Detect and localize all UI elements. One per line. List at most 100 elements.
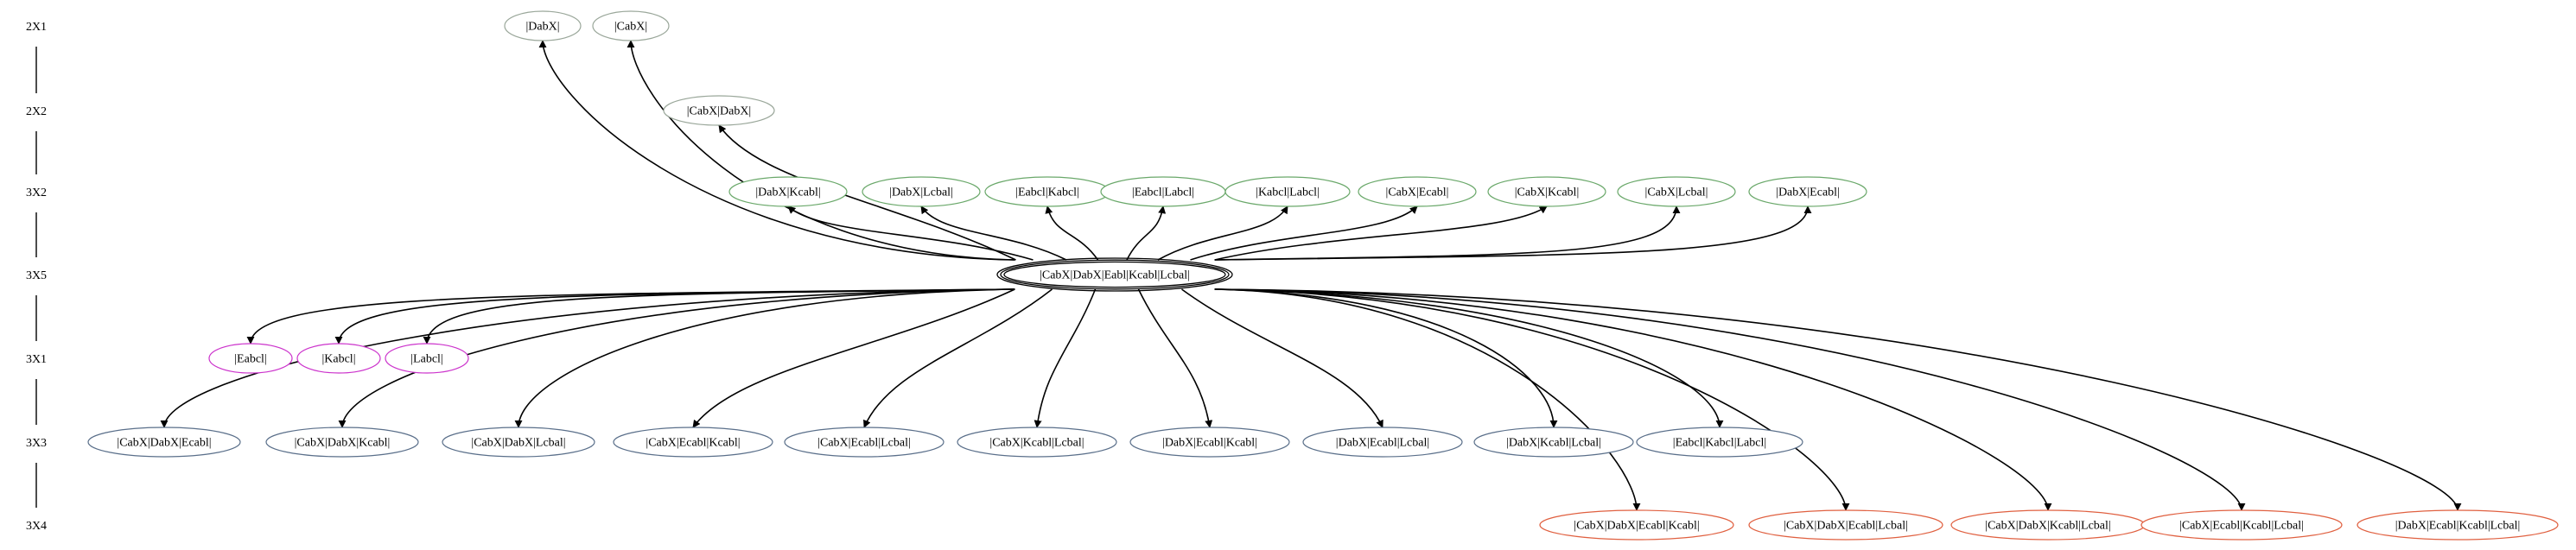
- node-ellipse: [208, 343, 293, 374]
- lattice-node: |CabX|Ecabl|Lcbal|: [784, 427, 945, 458]
- edge-n6: [1126, 205, 1167, 261]
- node-label: |Labcl|: [410, 353, 442, 366]
- node-ellipse: [862, 176, 981, 207]
- lattice-node: |CabX|Ecabl|Kcabl|Lcbal|: [2140, 509, 2343, 541]
- lattice-node: |CabX|DabX|Kcabl|Lcbal|: [1950, 509, 2146, 541]
- edge-n25: [1214, 288, 1641, 511]
- node-label: |CabX|DabX|Ecabl|Lcbal|: [1784, 520, 1908, 533]
- edge-n21: [1137, 288, 1213, 428]
- lattice-node: |DabX|Kcabl|Lcbal|: [1473, 427, 1634, 458]
- lattice-node: |Eabcl|: [208, 343, 293, 374]
- node-ellipse: [613, 427, 773, 458]
- edge-n4: [920, 205, 1067, 261]
- node-ellipse: [1487, 176, 1606, 207]
- node-ellipse: [1748, 176, 1867, 207]
- lattice-node: |CabX|DabX|Ecabl|Kcabl|: [1539, 509, 1734, 541]
- center-ellipse: [1003, 261, 1226, 288]
- node-label: |CabX|DabX|Lcbal|: [471, 437, 565, 450]
- rank-label: 2X2: [26, 105, 47, 118]
- edge-n13: [334, 288, 1015, 345]
- node-label: |CabX|DabX|Kcabl|Lcbal|: [1985, 520, 2110, 533]
- node-label: |CabX|DabX|Ecabl|Kcabl|: [1574, 520, 1699, 533]
- center-label: |CabX|DabX|Eabl|Kcabl|Lcbal|: [1040, 269, 1190, 282]
- edge-layer: [160, 40, 2462, 511]
- node-ellipse: [2357, 509, 2559, 541]
- center-node: |CabX|DabX|Eabl|Kcabl|Lcbal|: [996, 257, 1233, 292]
- lattice-node: |CabX|DabX|Ecabl|Lcbal|: [1748, 509, 1943, 541]
- lattice-node: |Kabcl|: [296, 343, 381, 374]
- edge-n18: [692, 288, 1015, 428]
- center-ellipse: [1000, 259, 1230, 290]
- node-label: |CabX|Ecabl|: [1386, 186, 1449, 199]
- lattice-node: |CabX|Ecabl|: [1358, 176, 1477, 207]
- node-label: |Eabcl|Kabcl|Labcl|: [1673, 437, 1766, 450]
- node-label: |DabX|Ecabl|Lcbal|: [1336, 437, 1429, 450]
- node-label: |Kabcl|Labcl|: [1256, 186, 1320, 199]
- node-ellipse: [2140, 509, 2343, 541]
- node-label: |CabX|: [614, 21, 647, 34]
- node-label: |Kabcl|: [321, 353, 355, 366]
- node-ellipse: [296, 343, 381, 374]
- node-ellipse: [504, 10, 582, 41]
- rank-label: 3X5: [26, 269, 47, 282]
- lattice-node: |CabX|: [592, 10, 670, 41]
- edge-n28: [1214, 288, 2246, 511]
- node-layer: |DabX| |CabX| |CabX|DabX| |DabX|Kcabl| |DabX…: [87, 10, 2559, 541]
- lattice-node: |CabX|Kcabl|: [1487, 176, 1606, 207]
- node-ellipse: [663, 95, 775, 126]
- edge-n16: [338, 288, 1015, 428]
- node-ellipse: [1748, 509, 1943, 541]
- node-label: |DabX|Ecabl|Kcabl|Lcbal|: [2395, 520, 2521, 533]
- center-ellipse: [996, 257, 1233, 292]
- edge-n8: [1190, 205, 1418, 261]
- lattice-node: |Labcl|: [385, 343, 469, 374]
- node-label: |CabX|Lcbal|: [1645, 186, 1708, 199]
- edge-n26: [1214, 288, 1850, 511]
- edge-n29: [1214, 288, 2462, 511]
- rank-label: 3X2: [26, 186, 47, 199]
- node-ellipse: [385, 343, 469, 374]
- node-label: |DabX|Kcabl|: [755, 186, 820, 199]
- node-ellipse: [87, 427, 241, 458]
- lattice-node: |Eabcl|Labcl|: [1100, 176, 1226, 207]
- edge-n22: [1181, 288, 1383, 428]
- rank-label: 3X4: [26, 520, 47, 533]
- edge-n10: [1214, 205, 1681, 261]
- edge-n19: [863, 288, 1053, 428]
- lattice-node: |CabX|Ecabl|Kcabl|: [613, 427, 773, 458]
- edge-n15: [160, 288, 1015, 428]
- node-label: |CabX|Kcabl|: [1515, 186, 1580, 199]
- node-ellipse: [1539, 509, 1734, 541]
- node-label: |DabX|: [525, 21, 559, 34]
- node-label: |DabX|Ecabl|Kcabl|: [1162, 437, 1257, 450]
- lattice-node: |Eabcl|Kabcl|: [984, 176, 1110, 207]
- node-label: |Eabcl|: [234, 353, 266, 366]
- edge-n5: [1045, 205, 1099, 261]
- lattice-node: |DabX|: [504, 10, 582, 41]
- node-ellipse: [1617, 176, 1736, 207]
- lattice-node: |DabX|Ecabl|Kcabl|: [1129, 427, 1290, 458]
- edge-n1: [627, 40, 1015, 261]
- node-ellipse: [728, 176, 848, 207]
- node-ellipse: [957, 427, 1117, 458]
- node-label: |Eabcl|Labcl|: [1132, 186, 1194, 199]
- node-ellipse: [442, 427, 595, 458]
- edge-n20: [1034, 288, 1097, 428]
- node-label: |CabX|Ecabl|Kcabl|Lcbal|: [2179, 520, 2304, 533]
- lattice-node: |CabX|Kcabl|Lcbal|: [957, 427, 1117, 458]
- lattice-node: |Kabcl|Labcl|: [1224, 176, 1351, 207]
- edge-n11: [1214, 205, 1812, 261]
- node-ellipse: [1129, 427, 1290, 458]
- lattice-node: |CabX|Lcbal|: [1617, 176, 1736, 207]
- lattice-node: |CabX|DabX|: [663, 95, 775, 126]
- lattice-node: |CabX|DabX|Lcbal|: [442, 427, 595, 458]
- rank-label: 3X3: [26, 437, 47, 450]
- edge-n17: [514, 288, 1015, 428]
- lattice-node: |CabX|DabX|Ecabl|: [87, 427, 241, 458]
- node-ellipse: [1636, 427, 1803, 458]
- edge-n3: [787, 205, 1034, 261]
- edge-n7: [1157, 205, 1288, 261]
- edge-n24: [1214, 288, 1724, 428]
